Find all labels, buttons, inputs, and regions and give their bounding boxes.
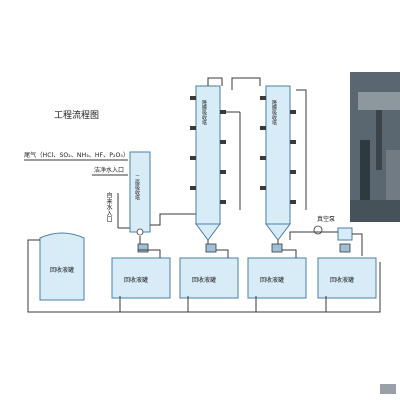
vacuum-pump: 真空泵 — [313, 215, 353, 241]
pump-icon — [337, 227, 353, 241]
absorption-column-1: 二级吸收塔 — [129, 151, 151, 236]
absorption-column-1-label: 二级吸收塔 — [134, 175, 140, 200]
recovery-tank-large-label: 回收液罐 — [50, 266, 74, 274]
vacuum-pump-label: 真空泵 — [317, 215, 335, 223]
recovery-tank-1-label: 回收液罐 — [124, 276, 148, 284]
falling-film-column-2: 降膜吸收塔 — [195, 85, 221, 241]
equipment-photo — [350, 72, 400, 222]
column-3-side-nozzles — [260, 96, 296, 204]
tap-water-inlet-label: 自来水入口 — [105, 192, 112, 222]
falling-film-column-2-label: 降膜吸收塔 — [201, 100, 207, 125]
pump-icon — [271, 243, 283, 253]
recovery-tank-4-label: 回收液罐 — [330, 276, 354, 284]
recovery-tank-3-label: 回收液罐 — [260, 276, 284, 284]
recovery-tank-1: 回收液罐 — [111, 257, 171, 299]
column-2-side-nozzles — [190, 96, 226, 204]
gauge-icon — [313, 225, 323, 235]
recovery-tank-2-label: 回收液罐 — [192, 276, 216, 284]
recovery-tank-4: 回收液罐 — [317, 257, 377, 299]
valve-icon — [136, 228, 144, 236]
recovery-tank-2: 回收液罐 — [179, 257, 239, 299]
diagram-title: 工程流程图 — [54, 109, 99, 121]
pump-icon — [137, 243, 149, 253]
clean-water-inlet-label: 洁净水入口 — [94, 166, 124, 174]
transfer-pumps — [137, 243, 351, 253]
tank-return-pipes — [119, 249, 327, 312]
falling-film-column-3-label: 降膜吸收塔 — [271, 100, 277, 125]
exhaust-gas-inlet-label: 尾气（HCl、SO₂、NH₃、HF、P₂O₅）入口 — [24, 151, 141, 159]
corner-mark — [380, 384, 396, 394]
pump-icon — [205, 243, 217, 253]
falling-film-column-3: 降膜吸收塔 — [265, 85, 291, 241]
recovery-tank-3: 回收液罐 — [247, 257, 307, 299]
recovery-tank-large: 回收液罐 — [39, 232, 85, 301]
pump-icon — [339, 243, 351, 253]
